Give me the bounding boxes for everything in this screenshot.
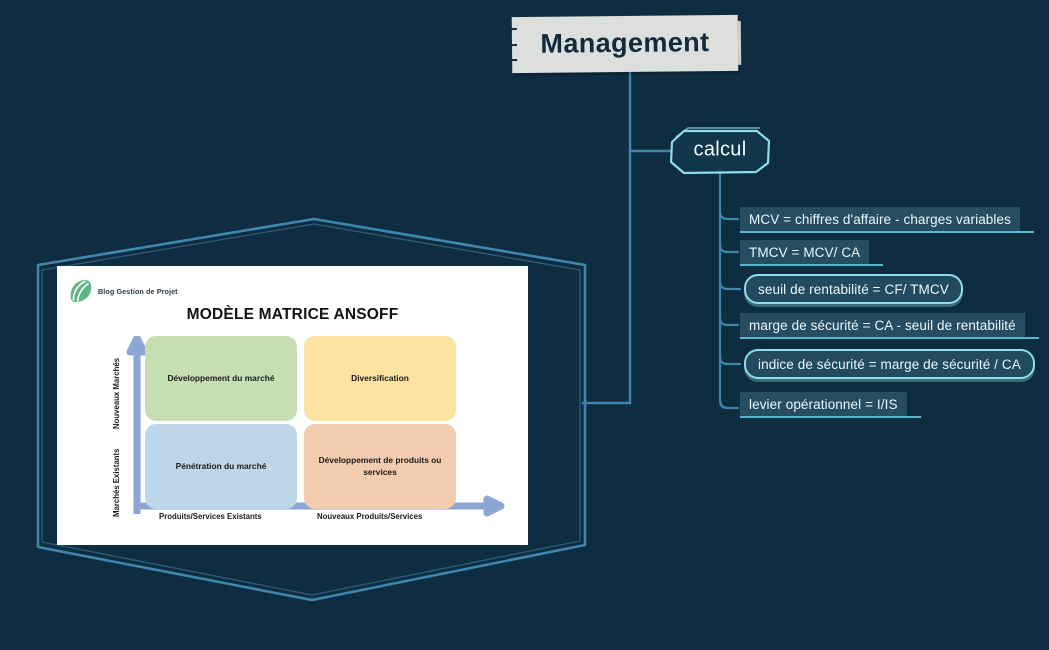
root-node-edge-highlight [737, 20, 742, 65]
quadrant-label: Diversification [351, 372, 409, 383]
y-axis-label-top: Nouveaux Marchés [112, 357, 121, 429]
quadrant-penetration-marche[interactable]: Pénétration du marché [145, 424, 297, 509]
branch-node-label: calcul [693, 138, 747, 161]
connector-leaf-4 [718, 316, 740, 327]
formula-item-indice-securite[interactable]: indice de sécurité = marge de sécurité /… [744, 349, 1035, 379]
quadrant-developpement-produits[interactable]: Développement de produits ou services [304, 424, 456, 509]
connector-leaf-2 [718, 243, 740, 254]
formula-label: seuil de rentabilité = CF/ TMCV [758, 281, 949, 297]
formula-item-mcv[interactable]: MCV = chiffres d'affaire - charges varia… [740, 207, 1034, 233]
quadrant-label: Développement du marché [167, 372, 275, 383]
formula-item-seuil-rentabilite[interactable]: seuil de rentabilité = CF/ TMCV [744, 274, 963, 304]
root-node-label: Management [540, 27, 710, 59]
formula-label: levier opérationnel = I/IS [749, 396, 898, 412]
formula-item-tmcv[interactable]: TMCV = MCV/ CA [740, 240, 884, 266]
branch-node-calcul[interactable]: calcul [670, 128, 770, 174]
blog-logo-text: Blog Gestion de Projet [98, 286, 178, 296]
root-node-management[interactable]: Management [507, 14, 742, 74]
connector-calcul-spine [718, 172, 740, 410]
connector-leaf-3 [718, 280, 742, 291]
ansoff-matrix-image[interactable]: Blog Gestion de Projet MODÈLE MATRICE AN… [57, 266, 528, 545]
leaf-logo-icon [67, 278, 93, 304]
formula-label: TMCV = MCV/ CA [749, 244, 861, 260]
x-axis-label-right: Nouveaux Produits/Services [317, 512, 423, 521]
quadrant-diversification[interactable]: Diversification [304, 336, 456, 421]
ansoff-matrix-grid: Développement du marché Diversification … [112, 336, 521, 521]
blog-logo: Blog Gestion de Projet [67, 278, 178, 304]
quadrant-label: Pénétration du marché [175, 460, 267, 471]
formula-label: MCV = chiffres d'affaire - charges varia… [749, 211, 1011, 227]
quadrant-label: Développement de produits ou services [318, 455, 442, 477]
y-axis-label-bottom: Marchés Existants [112, 448, 121, 517]
formula-item-marge-securite[interactable]: marge de sécurité = CA - seuil de rentab… [740, 313, 1039, 339]
connector-leaf-5 [718, 355, 742, 366]
ansoff-title: MODÈLE MATRICE ANSOFF [186, 306, 399, 323]
x-axis-label-left: Produits/Services Existants [159, 512, 262, 521]
quadrant-developpement-marche[interactable]: Développement du marché [145, 336, 297, 421]
formula-label: indice de sécurité = marge de sécurité /… [758, 356, 1021, 372]
formula-item-levier-operationnel[interactable]: levier opérationnel = I/IS [740, 392, 921, 418]
connector-leaf-1 [718, 210, 740, 221]
formula-label: marge de sécurité = CA - seuil de rentab… [749, 317, 1016, 333]
